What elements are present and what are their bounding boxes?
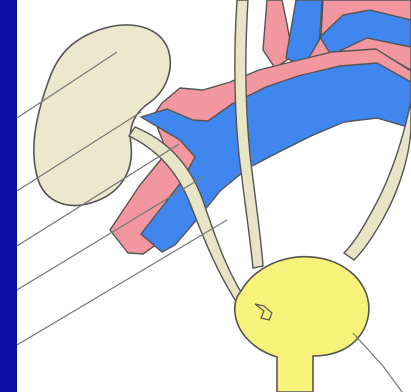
leader-line-bladder bbox=[353, 333, 383, 366]
urinary-system-diagram bbox=[17, 0, 411, 392]
diagram-panel bbox=[17, 0, 411, 392]
leader-line-urethra bbox=[383, 366, 402, 392]
bladder bbox=[235, 257, 369, 392]
